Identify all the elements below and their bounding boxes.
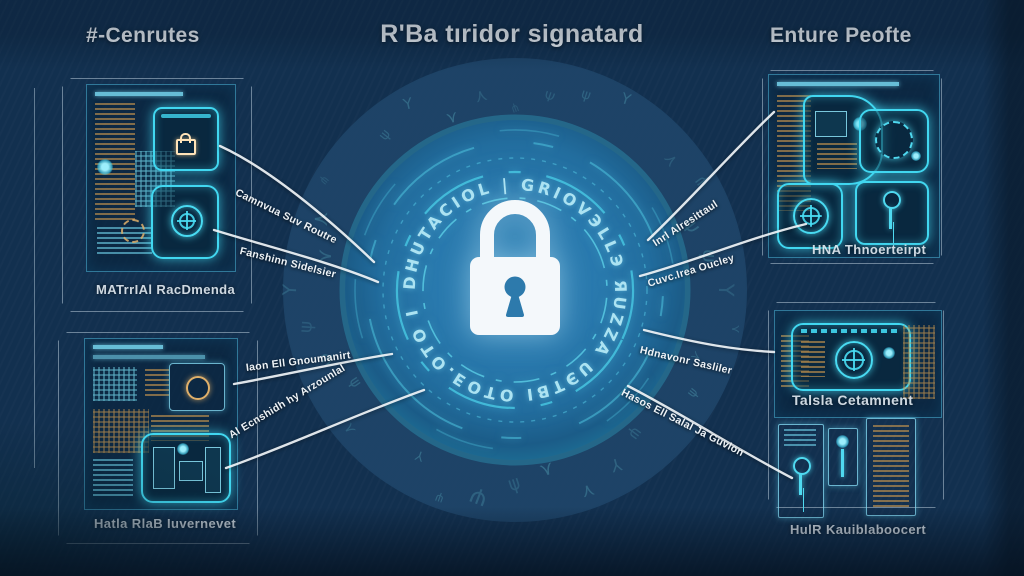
component-block (179, 461, 203, 481)
key-schematic-center (828, 428, 858, 486)
lens-frame (169, 363, 225, 411)
caption-left-top: MATrrIAl RacDmenda (96, 282, 236, 297)
teal-rim-glow (339, 114, 691, 466)
microtext-block (145, 369, 169, 399)
safe-device (151, 185, 219, 259)
vault-camera-device (791, 323, 911, 391)
heading-center: R'Ba tıridor signatard (380, 20, 644, 48)
camera-lens-icon (875, 121, 913, 159)
key-schematic-right (866, 418, 916, 516)
figure-texture (93, 409, 149, 453)
key-device (855, 181, 929, 245)
microtext-block (873, 425, 909, 509)
caption-right-mid: Talsla Cetamnent (792, 392, 914, 408)
glow-node (836, 435, 849, 448)
caption-right-top: HNA Thnoerteirpt (812, 242, 927, 257)
panel-header-bar (777, 82, 899, 86)
chassis-device (141, 433, 231, 503)
panel-left-bottom (84, 338, 238, 510)
key-schematic-left (778, 424, 824, 518)
vault-dial-icon (793, 198, 829, 234)
caption-left-bottom: Hatla RlaB Iuvernevet (94, 516, 237, 531)
component-block (205, 447, 221, 493)
camera-device (859, 109, 929, 173)
lockbox-device (153, 107, 219, 171)
microtext-block (817, 143, 857, 169)
panel-header-bar (95, 92, 183, 96)
caption-right-bottom: HulR Kauiblaboocert (790, 522, 927, 537)
heading-right: Enture Peofte (770, 24, 912, 47)
vault-door-device (777, 183, 843, 249)
microtext-block (93, 459, 133, 497)
panel-left-top (86, 84, 236, 272)
component-block (815, 111, 847, 137)
heading-left: #-Cenrutes (86, 24, 200, 47)
panel-right-top (768, 74, 940, 258)
central-emblem: DHUTACIOL | GRIOVЭLLЭ ЯUZZA UЭTBI OTOƎ.O… (339, 114, 691, 466)
vault-dial-icon (835, 341, 873, 379)
component-block (153, 447, 175, 489)
left-edge-rule (34, 88, 35, 468)
microtext-block (784, 429, 816, 449)
panel-header-bar2 (93, 355, 205, 359)
padlock-icon (470, 200, 560, 335)
glow-node (911, 151, 921, 161)
panel-header-bar (93, 345, 163, 349)
qr-code-block (903, 325, 935, 399)
panel-right-bottom (774, 310, 942, 418)
lens-icon (186, 376, 210, 400)
pattern-block (93, 367, 137, 401)
microtext-block (801, 341, 825, 377)
mini-lock-icon (176, 133, 196, 155)
glow-node (97, 159, 113, 175)
glow-node (177, 443, 189, 455)
vault-dial-icon (171, 205, 203, 237)
gauge-icon (121, 219, 145, 243)
glow-node (883, 347, 895, 359)
